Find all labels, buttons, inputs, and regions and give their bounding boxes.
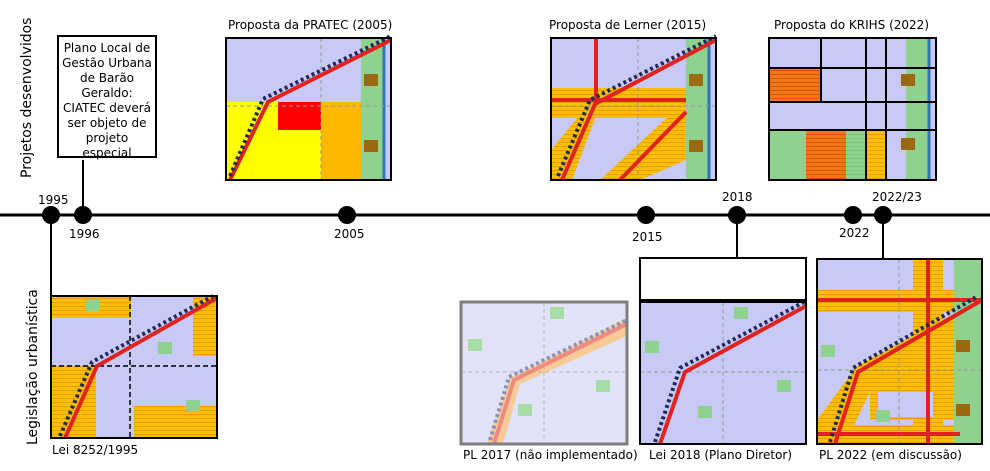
dot-2015 [637,206,655,224]
year-2015: 2015 [632,230,663,244]
note-line: Gestão Urbana [62,56,152,70]
note-line: projeto [85,131,129,145]
krihs-map [768,37,937,181]
pl-2017-caption: PL 2017 (não implementado) [463,448,638,462]
year-1995: 1995 [38,193,69,207]
dot-1995 [42,206,60,224]
dot-2022 [844,206,862,224]
dot-1996 [74,206,92,224]
year-2005: 2005 [334,227,365,241]
pratec-title: Proposta da PRATEC (2005) [228,18,393,32]
year-1996: 1996 [69,227,100,241]
note-line: CIATEC deverá [62,101,152,115]
dot-2005 [338,206,356,224]
year-2022-23: 2022/23 [872,190,922,204]
lei-2018-map [639,257,807,445]
note-line: Geraldo: [81,86,133,100]
note-line: Plano Local de [63,41,151,55]
lei-2018-caption: Lei 2018 (Plano Diretor) [649,448,793,462]
year-2022: 2022 [839,226,870,240]
pl-2017-map [459,300,629,446]
note-line: de Barão [79,71,135,85]
lerner-map [550,34,717,182]
lei-1995-caption: Lei 8252/1995 [52,443,139,457]
pl-2022-caption: PL 2022 (em discussão) [819,448,962,462]
krihs-title: Proposta do KRIHS (2022) [774,18,929,32]
dot-2022-23 [874,206,892,224]
year-2018: 2018 [722,190,753,204]
lerner-title: Proposta de Lerner (2015) [549,18,707,32]
note-line: ser objeto de [67,116,147,130]
lei-1995-map [50,294,218,439]
note-line: especial [82,146,132,160]
pl-2022-map [816,258,984,445]
pratec-map [225,34,392,181]
dot-2018 [728,206,746,224]
plan-note-box: Plano Local de Gestão Urbana de Barão Ge… [57,35,157,160]
